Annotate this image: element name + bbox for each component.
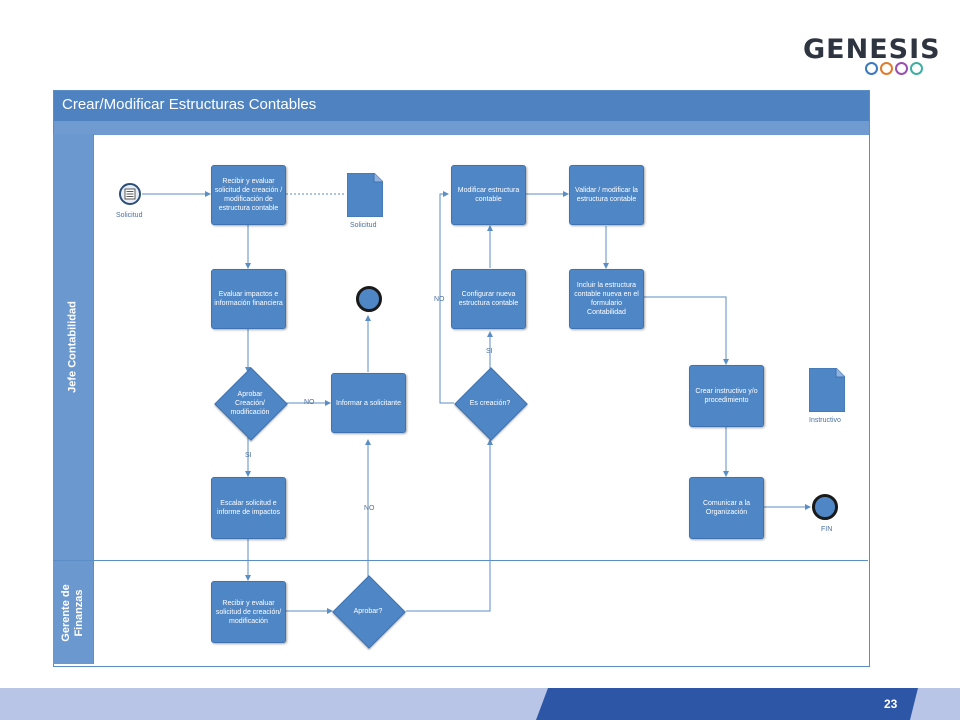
page-number: 23: [884, 697, 898, 711]
lane-header-jefe: Jefe Contabilidad: [53, 134, 93, 560]
gateway-aprobar-gerente: Aprobar?: [328, 575, 408, 649]
task-crear-instructivo: Crear instructivo y/o procedimiento: [689, 365, 764, 427]
task-informar: Informar a solicitante: [331, 373, 406, 433]
logo-rings: [865, 62, 925, 80]
gateway-aprobar-gerente-text: Aprobar?: [353, 607, 383, 615]
gateway-aprobar-creacion-text: Aprobar Creación/ modificación: [230, 390, 270, 416]
task-configurar: Configurar nueva estructura contable: [451, 269, 526, 329]
pool-title: Crear/Modificar Estructuras Contables: [62, 96, 317, 113]
logo-ring-orange: [880, 62, 893, 75]
edge-label-no-modificar: NO: [434, 296, 445, 303]
gateway-es-creacion-text: Es creación?: [469, 399, 511, 407]
doc-solicitud-icon: [346, 172, 384, 218]
footer-bar: [0, 688, 960, 720]
logo-ring-purple: [895, 62, 908, 75]
doc-solicitud-label: Solicitud: [350, 222, 377, 229]
edge-label-si-configurar: SI: [486, 348, 493, 355]
task-recibir-gerente: Recibir y evaluar solicitud de creación/…: [211, 581, 286, 643]
task-escalar: Escalar solicitud e informe de impactos: [211, 477, 286, 539]
task-modificar: Modificar estructura contable: [451, 165, 526, 225]
task-recibir-jefe: Recibir y evaluar solicitud de creación …: [211, 165, 286, 225]
start-event: [119, 183, 141, 205]
lane-left-border: [93, 134, 94, 664]
gateway-aprobar-creacion: Aprobar Creación/ modificación: [210, 367, 290, 441]
task-validar: Validar / modificar la estructura contab…: [569, 165, 644, 225]
genesis-logo: GENESIS: [803, 34, 940, 82]
edge-label-si-escalar: SI: [245, 452, 252, 459]
logo-ring-blue: [865, 62, 878, 75]
edge-label-no-gerente: NO: [364, 505, 375, 512]
lane-separator: [53, 560, 868, 561]
end-event-fin: [812, 494, 838, 520]
logo-ring-teal: [910, 62, 923, 75]
doc-instructivo-label: Instructivo: [809, 417, 841, 424]
list-icon: [124, 188, 136, 200]
gateway-es-creacion: Es creación?: [450, 367, 530, 441]
task-incluir: Incluir la estructura contable nueva en …: [569, 269, 644, 329]
fin-label: FIN: [821, 526, 833, 533]
footer-accent: [536, 688, 918, 720]
doc-instructivo-icon: [808, 367, 846, 413]
task-evaluar: Evaluar impactos e información financier…: [211, 269, 286, 329]
task-comunicar: Comunicar a la Organización: [689, 477, 764, 539]
pool-title-bar: Crear/Modificar Estructuras Contables: [54, 91, 869, 121]
start-label: Solicitud: [116, 212, 143, 219]
end-event-cancel: [356, 286, 382, 312]
pool-subheader: [54, 121, 869, 135]
edge-label-no-informar: NO: [304, 399, 315, 406]
logo-text: GENESIS: [803, 34, 941, 65]
